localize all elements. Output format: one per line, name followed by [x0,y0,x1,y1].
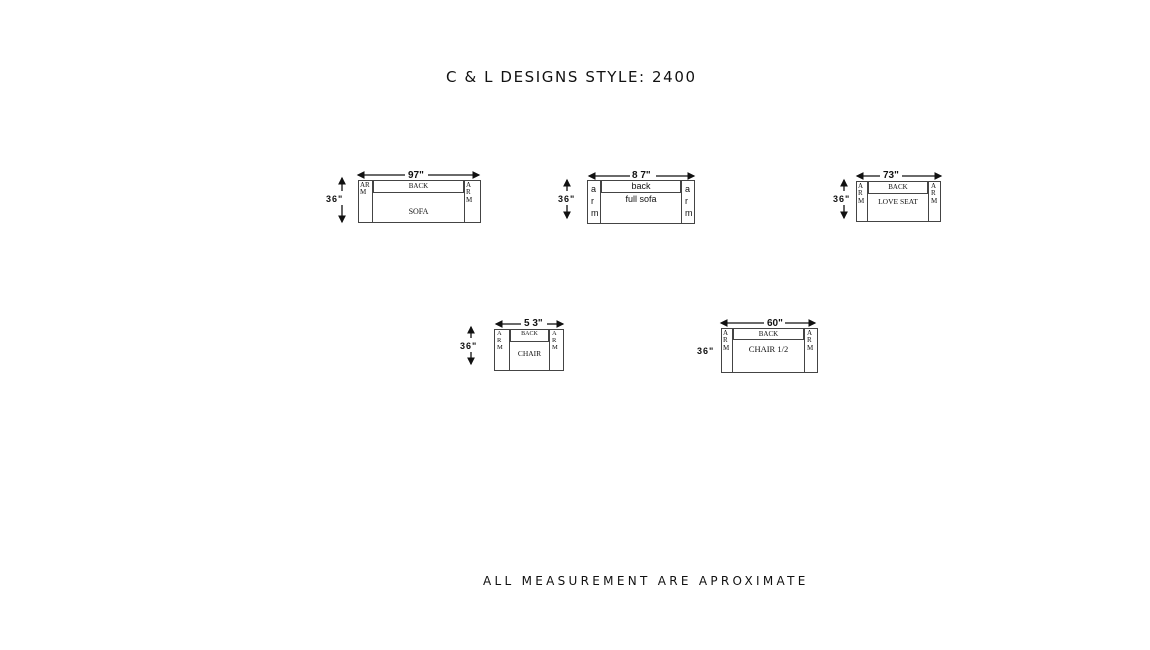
chair-back: BACK [510,330,549,342]
chair-half-arm-right: A R M [804,329,817,372]
love-seat-arm-right-label: A R M [931,182,938,205]
love-seat-arm-left: A R M [857,182,868,221]
love-seat-arm-right: A R M [928,182,940,221]
love-seat-outline: A R M BACK A R M LOVE SEAT [856,181,941,222]
page-title: C & L DESIGNS STYLE: 2400 [446,68,697,86]
full-sofa-back: back [601,181,681,193]
sofa-arm-left: AR M [359,181,373,222]
full-sofa-arm-right: a r m [681,181,694,223]
full-sofa-arm-left: a r m [588,181,601,223]
chair-arm-right-label: A R M [552,330,558,351]
full-sofa-depth-label: 36" [558,194,576,204]
love-seat-depth-label: 36" [833,194,851,204]
chair-half-back: BACK [733,329,804,340]
sofa-seat-label: SOFA [408,207,429,216]
chair-half-width-label: 60" [767,318,783,329]
full-sofa-width-label: 8 7" [632,170,651,181]
love-seat-back: BACK [868,182,928,194]
love-seat-width-label: 73" [883,170,899,181]
chair-half-depth-label: 36" [697,346,715,356]
sofa-depth-label: 36" [326,194,344,204]
sofa-arm-right: A R M [464,181,480,222]
chair-half-arm-left: A R M [722,329,733,372]
chair-half-seat-label: CHAIR 1/2 [748,344,789,354]
chair-arm-left-label: A R M [497,330,503,351]
sofa-width-label: 97" [408,170,424,181]
chair-width-label: 5 3" [524,318,543,329]
full-sofa-arm-left-label: a r m [591,184,599,218]
sofa-arm-left-label: AR M [360,181,370,197]
chair-outline: A R M BACK A R M CHAIR [494,329,564,371]
full-sofa-seat-label: full sofa [625,194,657,204]
chair-half-outline: A R M BACK A R M CHAIR 1/2 [721,328,818,373]
footer-note: ALL MEASUREMENT ARE APROXIMATE [483,574,809,588]
sofa-back: BACK [373,181,464,193]
chair-seat-label: CHAIR [517,349,542,358]
love-seat-arm-left-label: A R M [858,182,865,205]
chair-arm-left: A R M [495,330,510,370]
full-sofa-arm-right-label: a r m [685,184,693,218]
love-seat-seat-label: LOVE SEAT [878,197,918,206]
chair-depth-label: 36" [460,341,478,351]
chair-arm-right: A R M [549,330,563,370]
full-sofa-outline: a r m back a r m full sofa [587,180,695,224]
sofa-arm-right-label: A R M [466,181,473,204]
sofa-outline: AR M BACK A R M SOFA [358,180,481,223]
chair-half-arm-left-label: A R M [723,329,730,352]
chair-half-arm-right-label: A R M [807,329,814,352]
